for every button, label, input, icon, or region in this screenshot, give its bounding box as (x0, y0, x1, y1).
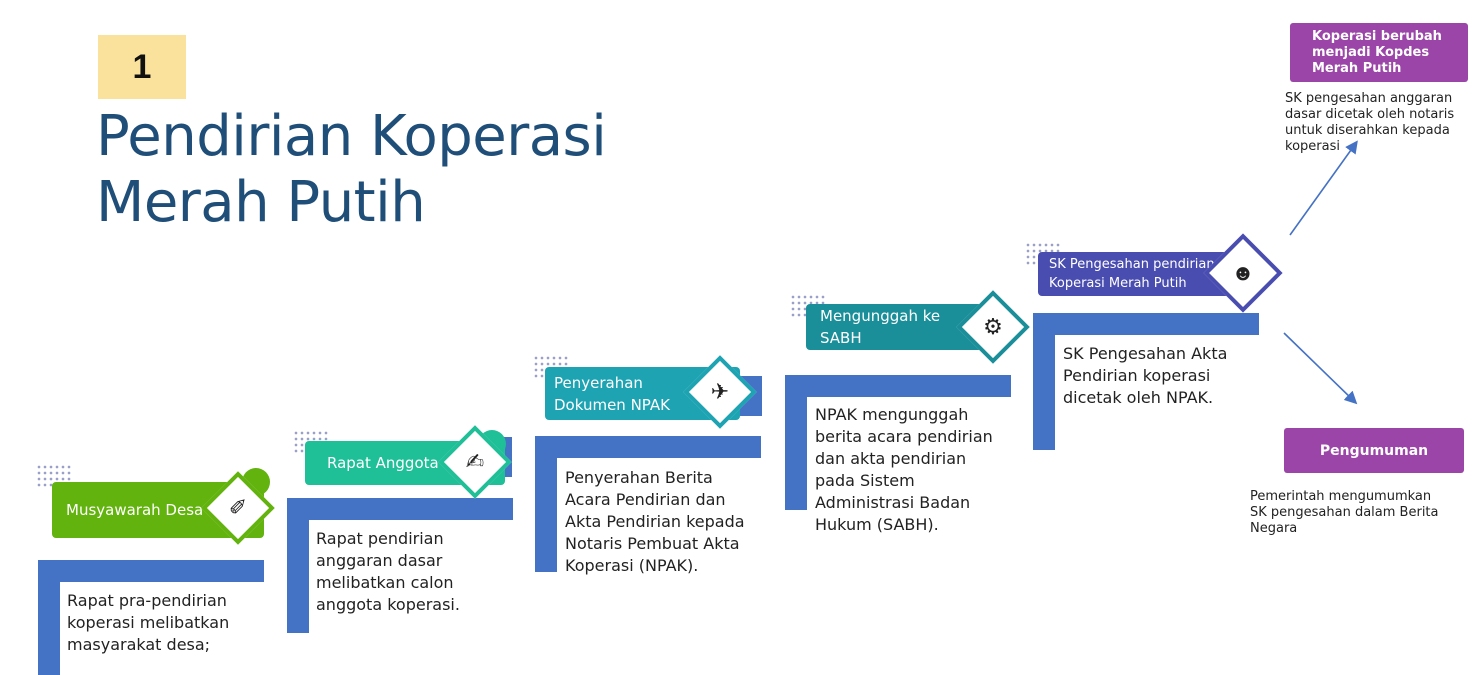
outcome-kopdes-box: Koperasi berubah menjadi Kopdes Merah Pu… (1290, 23, 1468, 82)
step-bar (535, 436, 557, 572)
slide-number-badge: 1 (98, 35, 186, 99)
arrow-up (1289, 140, 1358, 236)
document-edit-icon: ✍ (465, 449, 485, 474)
officer-icon: ☻ (1231, 260, 1255, 285)
slide-title: Pendirian Koperasi Merah Putih (96, 104, 607, 235)
tools-icon: ✐ (228, 495, 248, 520)
step-bar (535, 436, 761, 458)
step-description: Rapat pendirian anggaran dasar melibatka… (316, 529, 460, 614)
step-bar (287, 498, 513, 520)
step-description: Rapat pra-pendirian koperasi melibatkan … (67, 591, 230, 654)
step-bar (785, 375, 807, 510)
step-bar (287, 498, 309, 633)
gear-icon: ⚙ (983, 314, 1003, 339)
step-bar (38, 560, 60, 675)
outcome-kopdes-note: SK pengesahan anggaran dasar dicetak ole… (1285, 91, 1455, 154)
outcome-pengumuman-note: Pemerintah mengumumkan SK pengesahan dal… (1250, 489, 1439, 536)
arrow-down (1283, 332, 1358, 405)
step-bar (1033, 313, 1055, 450)
step-bar (785, 375, 1011, 397)
rocket-icon: ✈ (710, 379, 730, 404)
step-bar (1033, 313, 1259, 335)
step-description: Penyerahan Berita Acara Pendirian dan Ak… (565, 468, 745, 575)
step-description: NPAK mengunggah berita acara pendirian d… (815, 405, 993, 534)
step-description: SK Pengesahan Akta Pendirian koperasi di… (1063, 344, 1228, 407)
step-label: SK Pengesahan pendirian Koperasi Merah P… (1038, 252, 1230, 296)
step-label: Mengunggah ke SABH (806, 304, 986, 350)
outcome-pengumuman-box: Pengumuman (1284, 428, 1464, 473)
step-bar (38, 560, 264, 582)
